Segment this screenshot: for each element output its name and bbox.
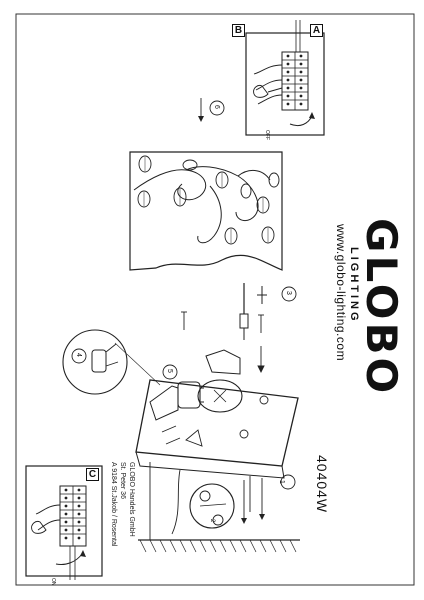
switch-off-label: OFF [264,130,270,140]
panel-label-b: B [232,24,245,37]
screwdriver-icon [239,283,297,340]
website-url: www.globo-lighting.com [334,224,348,362]
step-number-4: 4 [75,353,82,357]
panel-a-b-wiring [245,20,325,136]
brand-logo-text: GLOBO [357,218,406,397]
panel-label-c: C [86,468,99,481]
step-number-1: 1 [278,480,285,484]
step-number-5: 5 [166,369,173,373]
fixture-illustration [135,349,299,479]
switch-on-label: ON [50,578,56,586]
brand-tagline: LIGHTING [348,247,360,324]
glass-shade-illustration [129,151,283,271]
address-line-3: A 9184 St.Jakob / Rosental [110,462,117,547]
address-line-1: GLOBO Handels GmbH [128,462,135,537]
panel-label-a: A [310,24,323,37]
step-number-3: 3 [285,291,292,295]
panel-c-wiring [25,465,103,580]
step-number-6: 6 [213,105,220,109]
wall-mount-illustration [138,462,300,553]
address-line-2: St. Peter 36 [119,462,126,499]
step-4-inset [62,329,161,395]
company-address: GLOBO Handels GmbH St. Peter 36 A 9184 S… [109,462,136,546]
step-number-2: 2 [209,519,215,523]
model-number: 40404W [314,455,330,514]
